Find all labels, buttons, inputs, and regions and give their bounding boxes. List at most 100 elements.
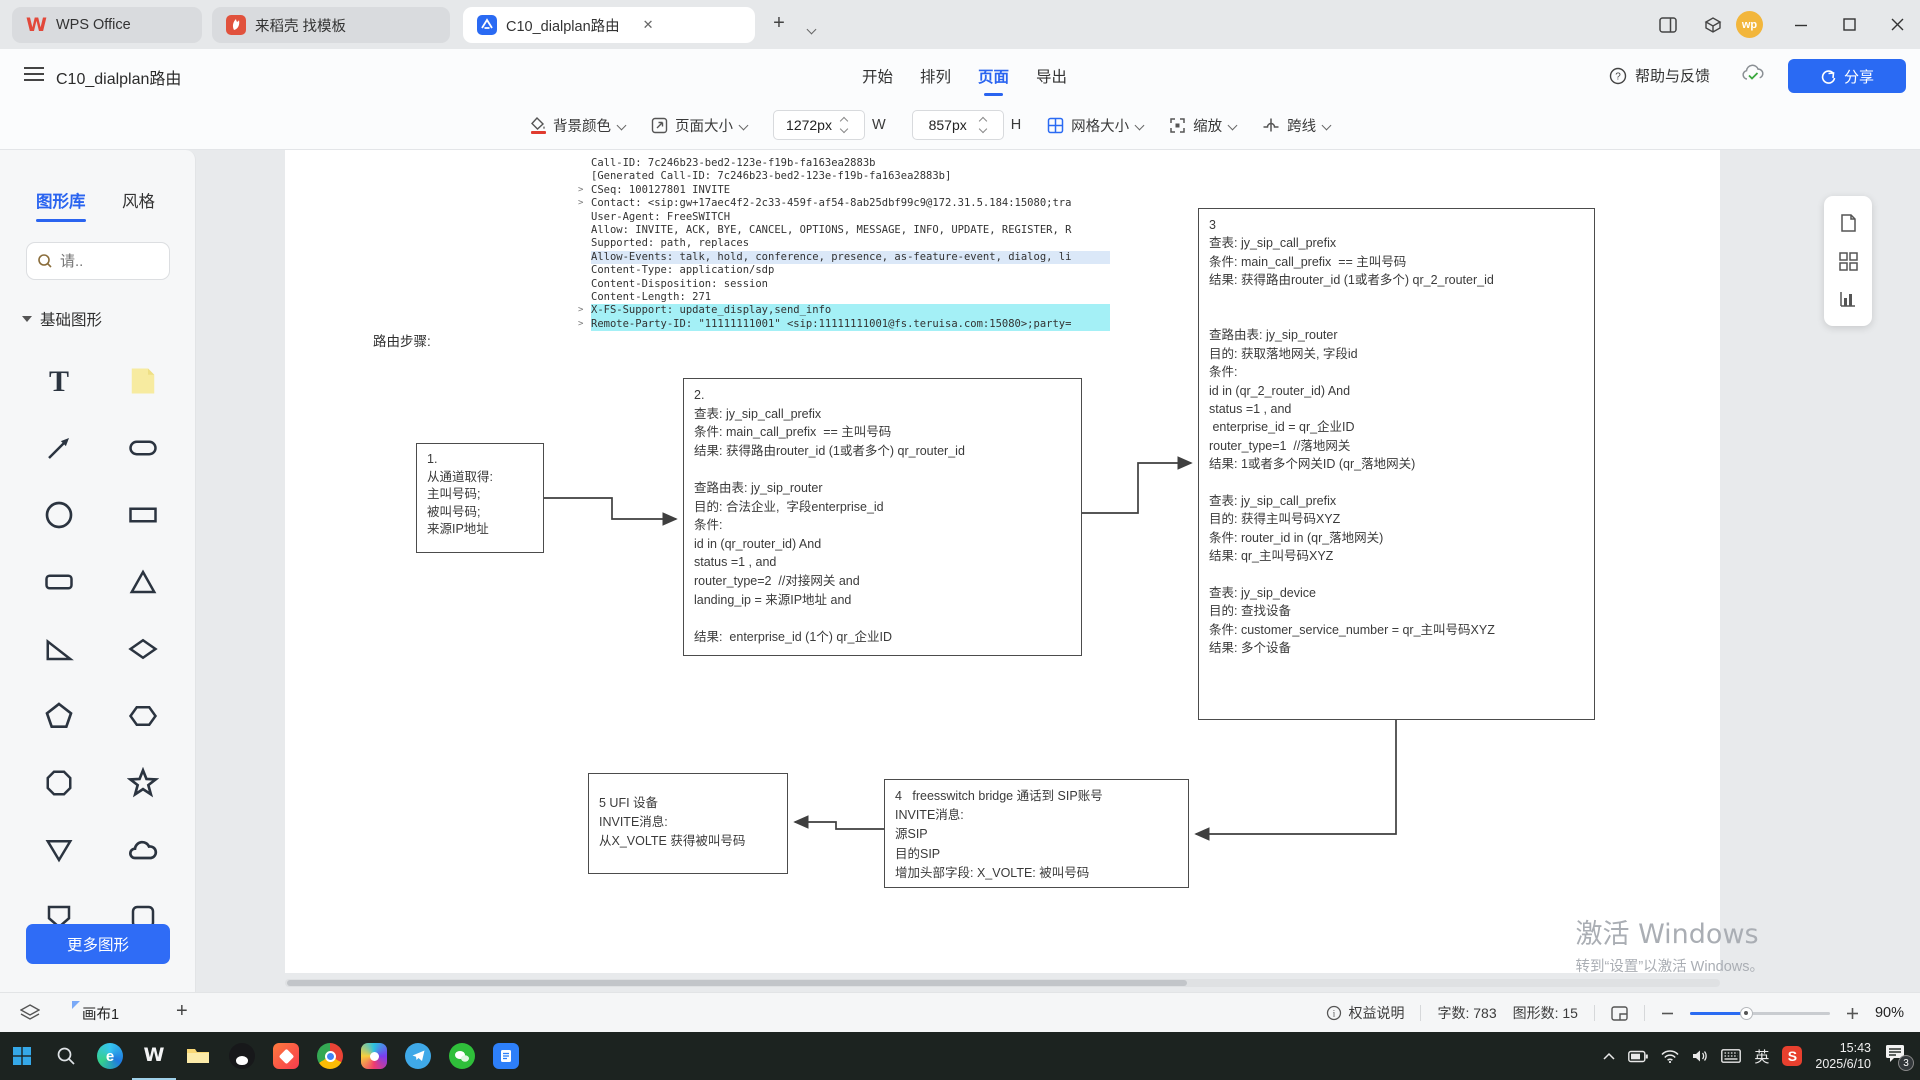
section-basic-shapes[interactable]: 基础图形 <box>22 308 102 330</box>
taskbar-qq-icon[interactable] <box>220 1032 264 1080</box>
close-tab-icon[interactable]: ✕ <box>642 17 654 32</box>
minimize-button[interactable] <box>1778 0 1824 49</box>
shape-rounded-rectangle-icon[interactable] <box>40 563 78 601</box>
taskbar-explorer-icon[interactable] <box>176 1032 220 1080</box>
zoom-slider[interactable] <box>1689 1006 1830 1020</box>
zoom-in-button[interactable] <box>1846 1007 1859 1020</box>
app-store-button[interactable] <box>1690 0 1736 49</box>
flow-box-3[interactable]: 3 查表: jy_sip_call_prefix 条件: main_call_p… <box>1198 208 1595 720</box>
taskbar-edge-icon[interactable]: e <box>88 1032 132 1080</box>
language-indicator[interactable]: 英 <box>1754 1048 1770 1066</box>
cloud-sync-icon[interactable] <box>1741 63 1765 83</box>
menu-bar: C10_dialplan路由 开始 排列 页面 导出 ? 帮助与反馈 分享 <box>0 49 1920 101</box>
zoom-button[interactable]: 缩放 <box>1169 115 1238 136</box>
chevron-down-icon <box>1134 120 1145 130</box>
layers-icon[interactable] <box>20 1004 40 1022</box>
rights-info-button[interactable]: i 权益说明 <box>1326 1003 1404 1023</box>
shape-arrow-icon[interactable] <box>40 429 78 467</box>
status-bar: 画布1 + i 权益说明 字数: 783 图形数: 15 90% <box>0 992 1920 1032</box>
page-width-input[interactable] <box>780 117 838 133</box>
chevron-down-icon <box>616 120 627 130</box>
menu-arrange[interactable]: 排列 <box>920 69 952 86</box>
shape-note-icon[interactable] <box>124 362 162 400</box>
new-tab-button[interactable]: + <box>773 12 785 34</box>
sogou-ime-icon[interactable]: S <box>1782 1046 1803 1066</box>
shape-cloud-icon[interactable] <box>124 831 162 869</box>
shape-search-input[interactable] <box>60 252 150 270</box>
shape-diamond-icon[interactable] <box>124 630 162 668</box>
chart-tool-icon[interactable] <box>1838 289 1858 309</box>
more-shapes-button[interactable]: 更多图形 <box>26 924 170 964</box>
taskbar-search-button[interactable] <box>44 1032 88 1080</box>
tab-style[interactable]: 风格 <box>122 193 155 211</box>
flow-box-5[interactable]: 5 UFI 设备 INVITE消息: 从X_VOLTE 获得被叫号码 <box>588 773 788 874</box>
shape-octagon-icon[interactable] <box>40 764 78 802</box>
page-height-input[interactable] <box>918 117 977 133</box>
line-jump-button[interactable]: 跨线 <box>1262 115 1332 136</box>
shape-text-icon[interactable]: T <box>40 362 78 400</box>
side-panel-toggle-button[interactable] <box>1645 0 1691 49</box>
tab-shape-library[interactable]: 图形库 <box>36 188 86 222</box>
menu-export[interactable]: 导出 <box>1036 69 1068 86</box>
close-window-button[interactable] <box>1874 0 1920 49</box>
zoom-slider-knob[interactable] <box>1739 1006 1753 1020</box>
scrollbar-thumb[interactable] <box>287 980 1187 986</box>
grid-size-button[interactable]: 网格大小 <box>1047 115 1145 136</box>
page-size-button[interactable]: 页面大小 <box>651 115 749 136</box>
horizontal-scrollbar[interactable] <box>285 979 1720 987</box>
share-button[interactable]: 分享 <box>1788 59 1906 93</box>
taskbar-wechat-icon[interactable] <box>440 1032 484 1080</box>
shape-shield-icon[interactable] <box>40 898 78 936</box>
tab-label: 来稻壳 找模板 <box>255 18 347 35</box>
tab-docer[interactable]: 来稻壳 找模板 <box>212 7 450 43</box>
tab-wps-office[interactable]: W WPS Office <box>12 7 202 43</box>
menu-page[interactable]: 页面 <box>978 65 1009 96</box>
flow-box-2[interactable]: 2. 查表: jy_sip_call_prefix 条件: main_call_… <box>683 378 1082 656</box>
height-stepper[interactable] <box>978 116 987 134</box>
zoom-out-button[interactable] <box>1661 1007 1674 1020</box>
tab-list-dropdown[interactable] <box>798 16 824 39</box>
taskbar-yuanbao-icon[interactable] <box>264 1032 308 1080</box>
flow-box-4[interactable]: 4 freesswitch bridge 通话到 SIP账号 INVITE消息:… <box>884 779 1189 888</box>
taskbar-docs-app-icon[interactable] <box>484 1032 528 1080</box>
width-stepper[interactable] <box>839 116 849 134</box>
taskbar-telegram-icon[interactable] <box>396 1032 440 1080</box>
zoom-level[interactable]: 90% <box>1874 1005 1904 1021</box>
keyboard-ime-icon[interactable] <box>1721 1049 1742 1063</box>
fit-page-icon[interactable] <box>1611 1005 1628 1021</box>
help-feedback-button[interactable]: ? 帮助与反馈 <box>1609 65 1710 86</box>
tab-current-document[interactable]: C10_dialplan路由 ✕ <box>463 7 755 43</box>
shape-down-triangle-icon[interactable] <box>40 831 78 869</box>
flow-box-1[interactable]: 1. 从通道取得: 主叫号码; 被叫号码; 来源IP地址 <box>416 443 544 553</box>
drawing-canvas[interactable]: Call-ID: 7c246b23-bed2-123e-f19b-fa163ea… <box>196 150 1920 992</box>
menu-start[interactable]: 开始 <box>862 69 894 86</box>
maximize-button[interactable] <box>1826 0 1872 49</box>
shape-right-triangle-icon[interactable] <box>40 630 78 668</box>
shape-pill-icon[interactable] <box>124 429 162 467</box>
shape-star-icon[interactable] <box>124 764 162 802</box>
shape-hexagon-icon[interactable] <box>124 697 162 735</box>
wifi-icon[interactable] <box>1661 1049 1679 1063</box>
battery-icon[interactable] <box>1628 1050 1649 1063</box>
svg-text:i: i <box>1333 1009 1336 1019</box>
shape-triangle-icon[interactable] <box>124 563 162 601</box>
background-color-button[interactable]: 背景颜色 <box>530 115 627 136</box>
shape-pentagon-icon[interactable] <box>40 697 78 735</box>
speaker-icon[interactable] <box>1692 1049 1708 1063</box>
shape-circle-icon[interactable] <box>40 496 78 534</box>
main-menu-button[interactable] <box>24 67 44 85</box>
taskbar-media-app-icon[interactable] <box>352 1032 396 1080</box>
taskbar-chrome-icon[interactable] <box>308 1032 352 1080</box>
start-button[interactable] <box>0 1032 44 1080</box>
canvas-tab[interactable]: 画布1 <box>72 1001 129 1026</box>
add-canvas-button[interactable]: + <box>176 1000 188 1022</box>
tray-expand-icon[interactable] <box>1603 1052 1615 1060</box>
taskbar-clock[interactable]: 15:43 2025/6/10 <box>1815 1041 1871 1071</box>
user-avatar[interactable]: wp <box>1736 11 1763 38</box>
notification-center-button[interactable]: 3 <box>1884 1043 1914 1071</box>
notes-tool-icon[interactable] <box>1838 213 1858 233</box>
shape-rectangle-icon[interactable] <box>124 496 162 534</box>
layout-tool-icon[interactable] <box>1838 251 1858 271</box>
chevron-down-icon <box>806 24 816 35</box>
taskbar-wps-icon[interactable]: W <box>132 1032 176 1080</box>
